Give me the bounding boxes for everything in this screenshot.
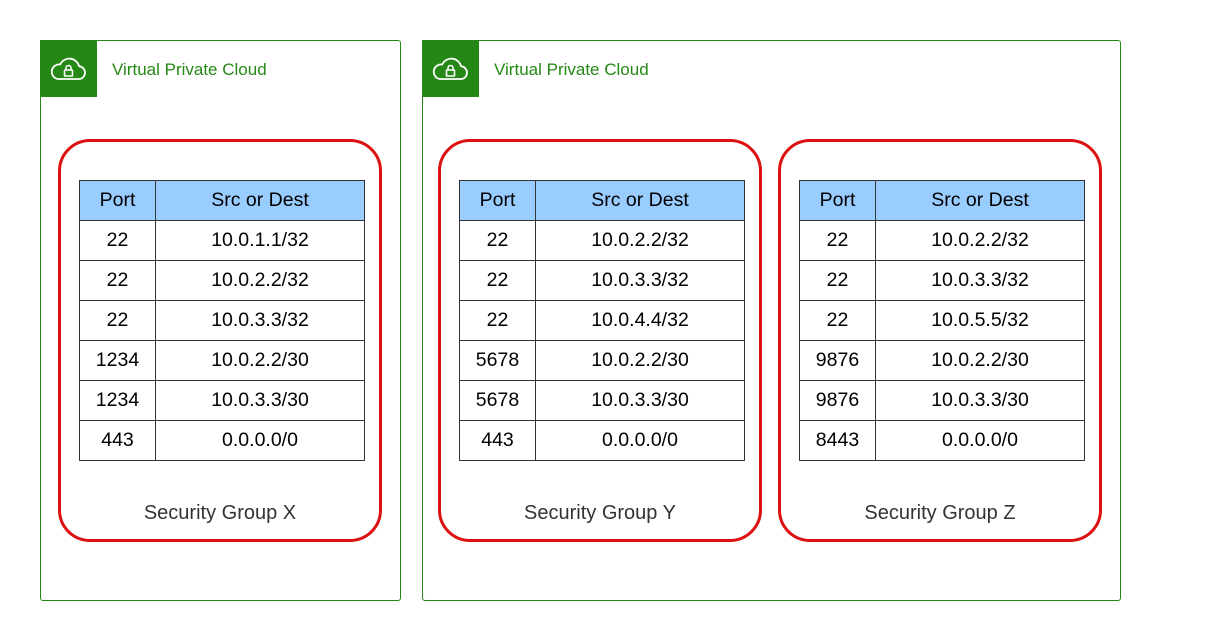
vpc-badge bbox=[40, 40, 97, 97]
port-cell: 9876 bbox=[799, 380, 876, 421]
port-cell: 22 bbox=[799, 300, 876, 341]
src-or-dest-cell: 10.0.2.2/32 bbox=[875, 220, 1085, 261]
port-cell: 22 bbox=[459, 220, 536, 261]
port-cell: 443 bbox=[79, 420, 156, 461]
port-cell: 9876 bbox=[799, 340, 876, 381]
port-cell: 22 bbox=[79, 300, 156, 341]
src-or-dest-cell: 0.0.0.0/0 bbox=[875, 420, 1085, 461]
port-cell: 8443 bbox=[799, 420, 876, 461]
cloud-lock-icon bbox=[50, 57, 86, 80]
port-cell: 1234 bbox=[79, 380, 156, 421]
src-or-dest-cell: 0.0.0.0/0 bbox=[535, 420, 745, 461]
src-or-dest-cell: 10.0.4.4/32 bbox=[535, 300, 745, 341]
security-group-label: Security Group X bbox=[143, 502, 297, 524]
port-cell: 22 bbox=[459, 260, 536, 301]
port-cell: 5678 bbox=[459, 340, 536, 381]
src-or-dest-cell: 10.0.3.3/30 bbox=[155, 380, 365, 421]
src-or-dest-cell: 10.0.3.3/30 bbox=[535, 380, 745, 421]
table-header-row: Port Src or Dest bbox=[799, 180, 1085, 221]
port-cell: 22 bbox=[459, 300, 536, 341]
table-header-row: Port Src or Dest bbox=[79, 180, 365, 221]
port-cell: 5678 bbox=[459, 380, 536, 421]
port-column-header: Port bbox=[459, 180, 536, 221]
port-cell: 22 bbox=[799, 260, 876, 301]
src-or-dest-cell: 10.0.3.3/32 bbox=[875, 260, 1085, 301]
port-cell: 22 bbox=[799, 220, 876, 261]
src-or-dest-cell: 10.0.5.5/32 bbox=[875, 300, 1085, 341]
port-cell: 22 bbox=[79, 220, 156, 261]
security-group-label: Security Group Y bbox=[524, 502, 676, 524]
vpc-title: Virtual Private Cloud bbox=[112, 60, 267, 79]
cloud-lock-icon bbox=[432, 57, 468, 80]
port-column-header: Port bbox=[79, 180, 156, 221]
src-or-dest-cell: 10.0.3.3/30 bbox=[875, 380, 1085, 421]
port-cell: 443 bbox=[459, 420, 536, 461]
port-column-header: Port bbox=[799, 180, 876, 221]
vpc-badge bbox=[422, 40, 479, 97]
src-or-dest-cell: 10.0.2.2/32 bbox=[535, 220, 745, 261]
src-or-dest-cell: 10.0.2.2/30 bbox=[875, 340, 1085, 381]
src-or-dest-column-header: Src or Dest bbox=[535, 180, 745, 221]
src-or-dest-column-header: Src or Dest bbox=[155, 180, 365, 221]
src-or-dest-cell: 0.0.0.0/0 bbox=[155, 420, 365, 461]
src-or-dest-cell: 10.0.2.2/32 bbox=[155, 260, 365, 301]
vpc-title: Virtual Private Cloud bbox=[494, 60, 649, 79]
src-or-dest-cell: 10.0.2.2/30 bbox=[535, 340, 745, 381]
src-or-dest-cell: 10.0.3.3/32 bbox=[155, 300, 365, 341]
src-or-dest-cell: 10.0.2.2/30 bbox=[155, 340, 365, 381]
port-cell: 22 bbox=[79, 260, 156, 301]
src-or-dest-cell: 10.0.1.1/32 bbox=[155, 220, 365, 261]
port-cell: 1234 bbox=[79, 340, 156, 381]
src-or-dest-column-header: Src or Dest bbox=[875, 180, 1085, 221]
table-header-row: Port Src or Dest bbox=[459, 180, 745, 221]
src-or-dest-cell: 10.0.3.3/32 bbox=[535, 260, 745, 301]
security-group-label: Security Group Z bbox=[864, 502, 1016, 524]
